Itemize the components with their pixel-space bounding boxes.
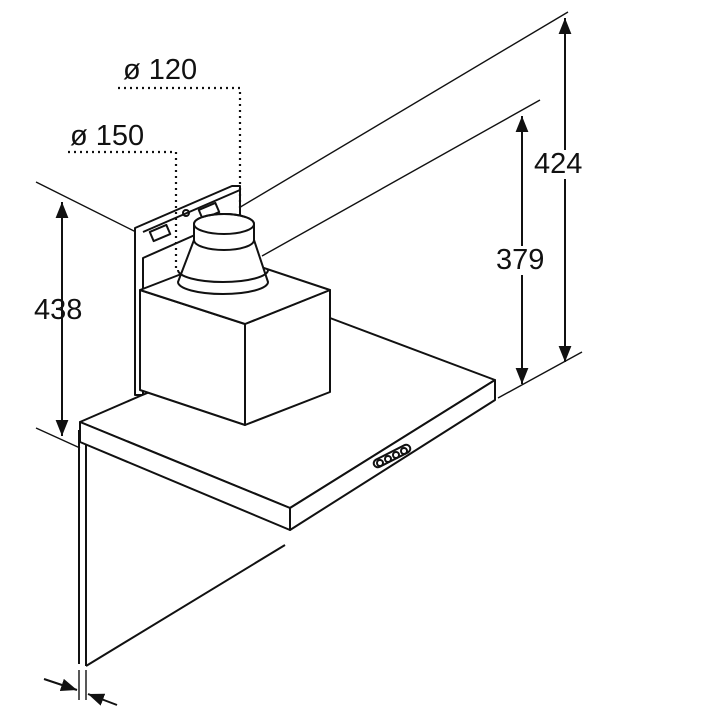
duct-connector xyxy=(177,213,269,295)
label-height-379: 379 xyxy=(496,244,545,276)
label-height-424: 424 xyxy=(534,148,583,180)
leader-150 xyxy=(68,150,178,272)
control-buttons xyxy=(372,443,412,469)
back-plate xyxy=(134,185,241,396)
wall-panel xyxy=(78,430,286,667)
label-height-438: 438 xyxy=(34,294,83,326)
label-diameter-150: ø 150 xyxy=(70,120,145,152)
canopy xyxy=(79,317,496,531)
leader-120 xyxy=(118,86,242,212)
label-diameter-120: ø 120 xyxy=(123,54,198,86)
thickness-dimension xyxy=(43,670,118,706)
wall-lines xyxy=(35,11,583,449)
